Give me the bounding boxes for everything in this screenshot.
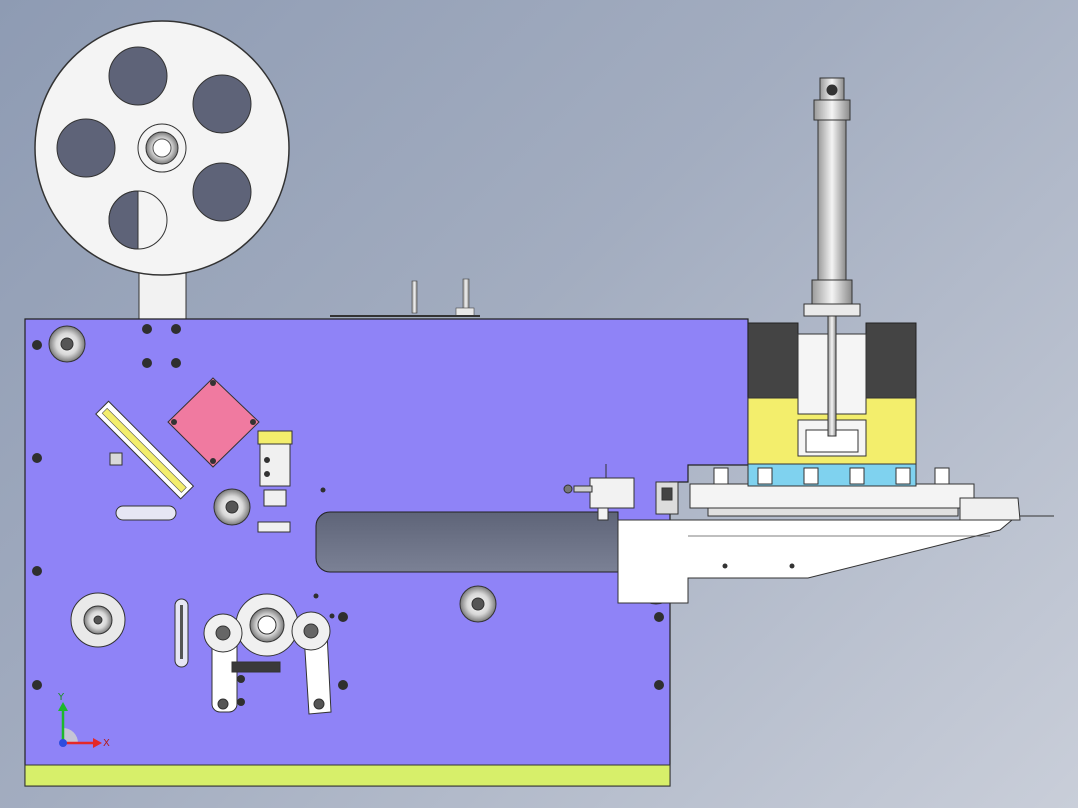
label-reel [34,20,290,276]
adjust-slot-horizontal [115,505,177,521]
applicator-nose [959,497,1021,521]
cyan-block-row [747,463,917,487]
coordinate-triad [58,702,102,748]
base-strip [24,764,671,787]
peel-plate-knob [109,452,123,466]
stage-plate [689,483,975,509]
triad-x-label: X [103,738,110,749]
tension-roller [70,592,126,648]
pink-sensor-block [167,377,260,468]
stage-fittings [713,467,950,485]
plate-screws [32,324,664,706]
drive-roller-assembly [203,593,332,715]
top-rods [330,278,480,317]
triad-y-label: Y [57,692,65,703]
vertical-cylinder [803,77,861,437]
frame-screws [722,563,795,569]
yellow-cylinder-sensor [257,430,293,533]
peel-plate [95,400,195,500]
center-slot [315,511,619,573]
sensor-bracket [563,464,679,521]
adjust-slot-groove [180,605,183,659]
stage-rail [707,507,959,517]
applicator-frame [617,519,1014,604]
